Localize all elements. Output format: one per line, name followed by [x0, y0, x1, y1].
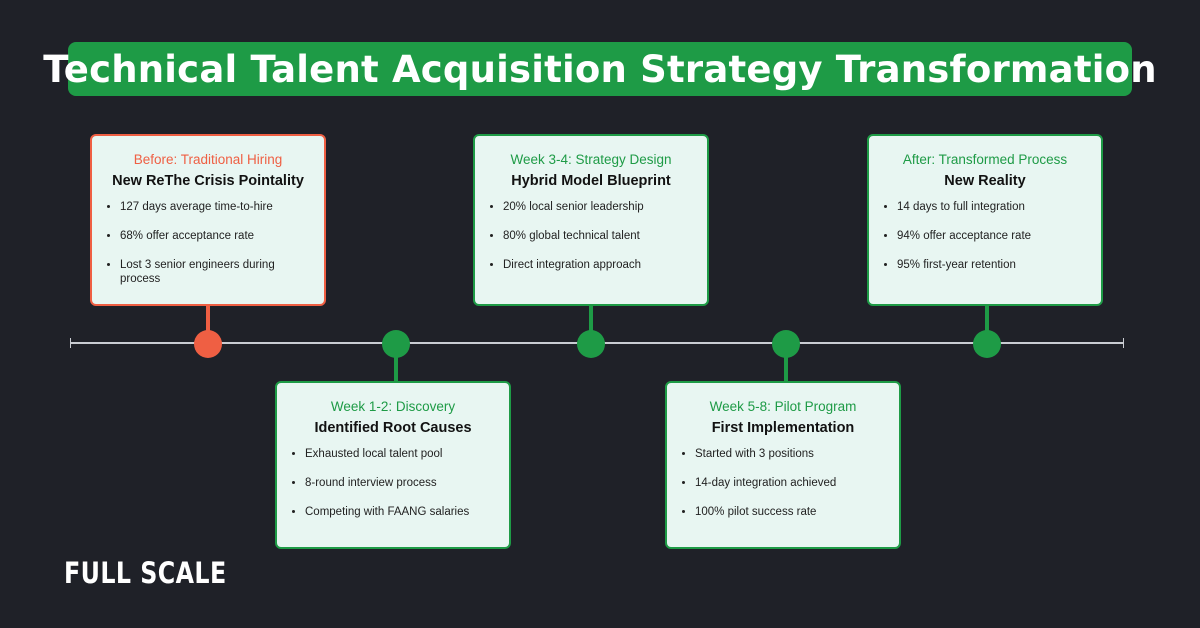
stage-2-connector — [394, 355, 398, 383]
stage-4-card: Week 5-8: Pilot Program First Implementa… — [665, 381, 901, 549]
bullet-item: 8-round interview process — [305, 476, 499, 490]
stage-3-connector — [589, 305, 593, 333]
bullet-item: 127 days average time-to-hire — [120, 200, 314, 214]
timeline-start-cap — [70, 338, 71, 348]
stage-2-bullets: Exhausted local talent pool 8-round inte… — [287, 447, 499, 519]
title-banner: Technical Talent Acquisition Strategy Tr… — [43, 42, 1157, 96]
bullet-item: 95% first-year retention — [897, 258, 1091, 272]
stage-3-phase: Week 3-4: Strategy Design — [510, 152, 672, 167]
bullet-item: 14-day integration achieved — [695, 476, 889, 490]
page-title: Technical Talent Acquisition Strategy Tr… — [43, 47, 1157, 91]
stage-2-marker — [382, 330, 410, 358]
stage-5-marker — [973, 330, 1001, 358]
stage-2-card: Week 1-2: Discovery Identified Root Caus… — [275, 381, 511, 549]
bullet-item: Lost 3 senior engineers during process — [120, 258, 314, 286]
stage-3-card: Week 3-4: Strategy Design Hybrid Model B… — [473, 134, 709, 306]
stage-3-heading: Hybrid Model Blueprint — [511, 173, 671, 189]
stage-2-phase: Week 1-2: Discovery — [330, 399, 456, 414]
stage-5-connector — [985, 305, 989, 333]
bullet-item: 14 days to full integration — [897, 200, 1091, 214]
bullet-item: 20% local senior leadership — [503, 200, 697, 214]
timeline-end-cap — [1123, 338, 1124, 348]
stage-5-card: After: Transformed Process New Reality 1… — [867, 134, 1103, 306]
bullet-item: 94% offer acceptance rate — [897, 229, 1091, 243]
stage-4-phase: Week 5-8: Pilot Program — [709, 399, 857, 414]
stage-3-bullets: 20% local senior leadership 80% global t… — [485, 200, 697, 272]
full-scale-logo: FULL SCALE — [64, 556, 227, 590]
stage-1-card: Before: Traditional Hiring New ReThe Cri… — [90, 134, 326, 306]
bullet-item: 80% global technical talent — [503, 229, 697, 243]
bullet-item: 100% pilot success rate — [695, 505, 889, 519]
stage-4-connector — [784, 355, 788, 383]
stage-1-connector — [206, 305, 210, 333]
stage-2-heading: Identified Root Causes — [314, 420, 472, 436]
stage-1-bullets: 127 days average time-to-hire 68% offer … — [102, 200, 314, 286]
stage-5-heading: New Reality — [944, 173, 1026, 189]
bullet-item: Exhausted local talent pool — [305, 447, 499, 461]
stage-4-marker — [772, 330, 800, 358]
bullet-item: Started with 3 positions — [695, 447, 889, 461]
bullet-item: Direct integration approach — [503, 258, 697, 272]
stage-4-bullets: Started with 3 positions 14-day integrat… — [677, 447, 889, 519]
bullet-item: Competing with FAANG salaries — [305, 505, 499, 519]
stage-1-marker — [194, 330, 222, 358]
stage-1-phase: Before: Traditional Hiring — [133, 152, 283, 167]
stage-5-phase: After: Transformed Process — [902, 152, 1068, 167]
stage-4-heading: First Implementation — [711, 420, 855, 436]
bullet-item: 68% offer acceptance rate — [120, 229, 314, 243]
stage-1-heading: New ReThe Crisis Pointality — [112, 173, 304, 189]
stage-3-marker — [577, 330, 605, 358]
stage-5-bullets: 14 days to full integration 94% offer ac… — [879, 200, 1091, 272]
